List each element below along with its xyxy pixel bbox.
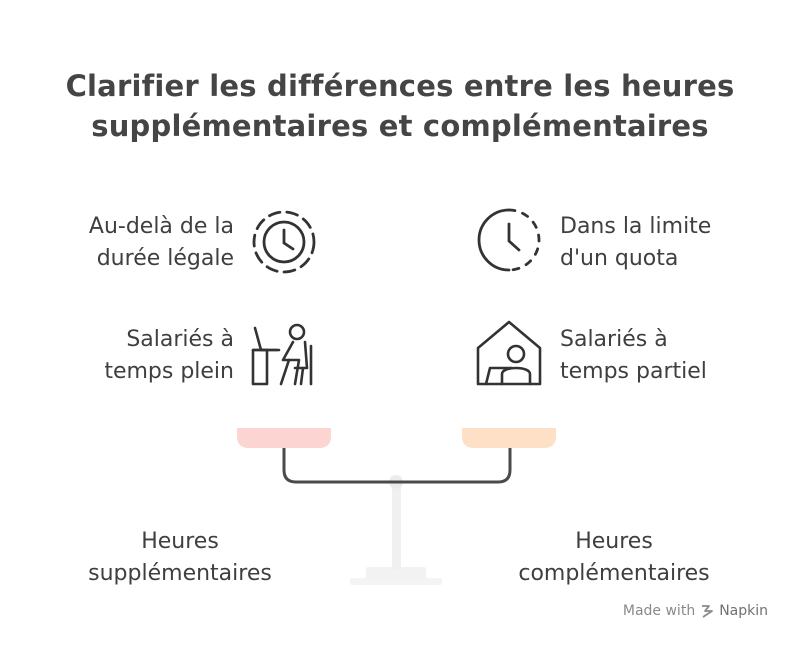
made-with-text: Made with bbox=[622, 603, 696, 619]
scale-beam bbox=[282, 446, 512, 484]
page-title: Clarifier les différences entre les heur… bbox=[0, 66, 800, 146]
right-item-limite-quota: Dans la limite d'un quota bbox=[560, 211, 711, 275]
person-at-desk-icon bbox=[249, 320, 319, 388]
left-item1-line1: Au-delà de la bbox=[88, 214, 234, 239]
right-label-heures-complementaires: Heures complémentaires bbox=[504, 526, 724, 590]
right-item1-line1: Dans la limite bbox=[560, 214, 712, 239]
left-item1-line2: durée légale bbox=[96, 246, 234, 271]
left-item-temps-plein: Salariés à temps plein bbox=[104, 324, 234, 388]
scale-pillar bbox=[392, 486, 401, 570]
title-line-1: Clarifier les différences entre les heur… bbox=[65, 69, 735, 103]
scale-pan-left bbox=[237, 428, 331, 448]
right-label-line1: Heures bbox=[575, 529, 653, 554]
right-item1-line2: d'un quota bbox=[560, 246, 679, 271]
footer-credit: Made with Napkin bbox=[623, 603, 768, 619]
left-label-line1: Heures bbox=[141, 529, 219, 554]
home-worker-icon bbox=[474, 318, 544, 388]
right-item2-line2: temps partiel bbox=[560, 359, 707, 384]
left-item-duree-legale: Au-delà de la durée légale bbox=[89, 211, 234, 275]
right-label-line2: complémentaires bbox=[518, 561, 710, 586]
left-item2-line2: temps plein bbox=[104, 359, 234, 384]
title-line-2: supplémentaires et complémentaires bbox=[91, 109, 709, 143]
clock-dashed-icon bbox=[250, 208, 318, 276]
left-label-line2: supplémentaires bbox=[88, 561, 272, 586]
napkin-logo-icon bbox=[702, 605, 714, 618]
right-item2-line1: Salariés à bbox=[560, 327, 668, 352]
left-item2-line1: Salariés à bbox=[126, 327, 234, 352]
scale-foot bbox=[366, 567, 426, 579]
napkin-brand: Napkin bbox=[719, 603, 768, 619]
clock-half-dashed-icon bbox=[475, 206, 543, 274]
scale-base bbox=[350, 578, 442, 585]
right-item-temps-partiel: Salariés à temps partiel bbox=[560, 324, 707, 388]
scale-pan-right bbox=[462, 428, 556, 448]
left-label-heures-supplementaires: Heures supplémentaires bbox=[80, 526, 280, 590]
